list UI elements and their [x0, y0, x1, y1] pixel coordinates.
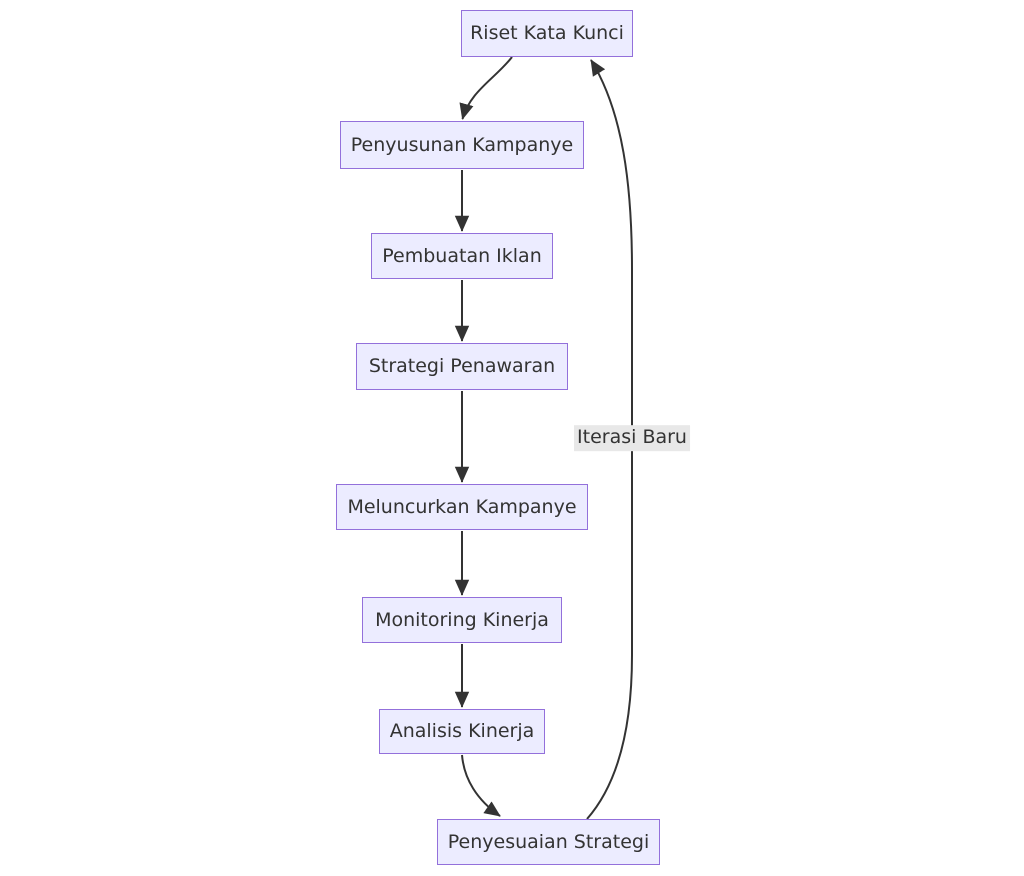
edge-riset-to-penyusunan: [459, 56, 513, 120]
edge-penyesuaian-to-riset-loop: [586, 59, 633, 820]
node-strategi-penawaran: Strategi Penawaran: [356, 343, 568, 390]
node-penyesuaian-strategi: Penyesuaian Strategi: [437, 819, 660, 865]
node-monitoring-kinerja: Monitoring Kinerja: [362, 597, 562, 643]
node-pembuatan-iklan: Pembuatan Iklan: [371, 233, 553, 279]
node-penyusunan-kampanye: Penyusunan Kampanye: [340, 121, 584, 169]
node-analisis-kinerja: Analisis Kinerja: [379, 709, 545, 754]
edge-analisis-to-penyesuaian: [461, 754, 501, 817]
edge-label-iterasi-baru: Iterasi Baru: [574, 425, 690, 451]
node-riset-kata-kunci: Riset Kata Kunci: [461, 10, 633, 57]
node-meluncurkan-kampanye: Meluncurkan Kampanye: [336, 484, 588, 530]
